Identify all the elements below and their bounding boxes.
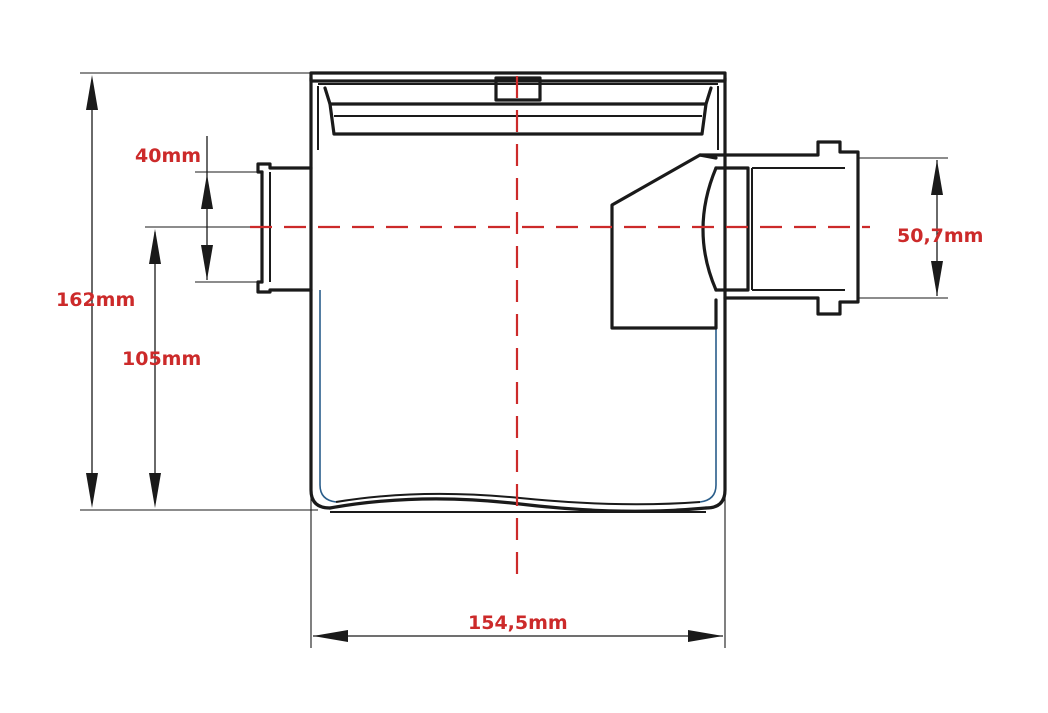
label-162mm: 162mm [56, 289, 135, 311]
label-154-5mm: 154,5mm [468, 612, 568, 634]
dimension-40mm [201, 136, 213, 280]
dimension-50-7mm [931, 160, 943, 296]
drain-body [309, 76, 727, 513]
extension-lines [80, 72, 948, 648]
dimension-105mm [149, 229, 161, 508]
center-lines [250, 76, 870, 580]
outlet-pipe [723, 140, 860, 316]
label-105mm: 105mm [122, 348, 201, 370]
dimension-154-5mm [313, 630, 723, 642]
outlet-deflector [610, 153, 750, 330]
label-50-7mm: 50,7mm [897, 225, 983, 247]
label-40mm: 40mm [135, 145, 201, 167]
dimension-162mm [86, 75, 98, 508]
